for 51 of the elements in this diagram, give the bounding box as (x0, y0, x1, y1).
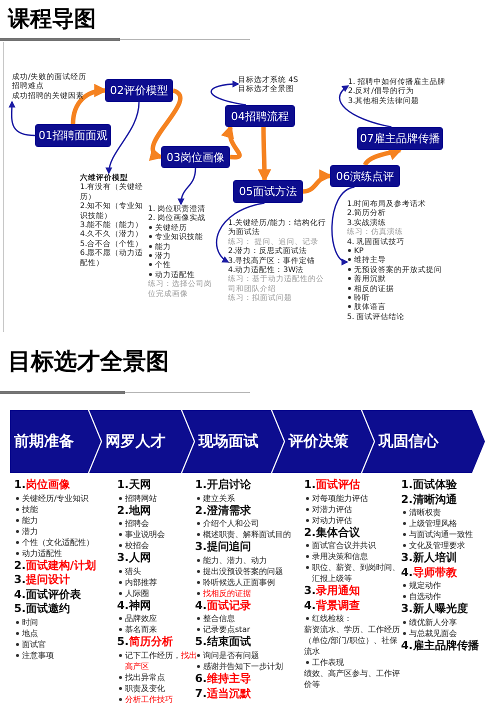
topic-box: 02评价模型 (105, 79, 173, 102)
arrow (210, 80, 246, 106)
list-heading: 1.面试评估 (304, 478, 361, 493)
list-heading: 2.清晰沟通 (401, 492, 458, 508)
arrow (106, 102, 140, 174)
list-heading: 1.面试体验 (401, 478, 458, 493)
arrow (338, 85, 392, 128)
arrow (222, 124, 242, 160)
topic-box: 04招聘流程 (225, 105, 295, 127)
topic-box: 05面试方法 (233, 180, 303, 203)
list-heading: 3.人网 (117, 551, 152, 566)
list-heading: 4.面试评价表 (14, 588, 82, 602)
list-heading: 1.开启讨论 (195, 478, 252, 493)
list-heading: 4.导师带教 (401, 566, 458, 580)
list-heading: 5.面试邀约 (14, 602, 71, 617)
list-heading: 5.简历分析 (117, 635, 174, 650)
list-heading: 4.面试记录 (195, 598, 252, 614)
list-heading: 3.录用通知 (304, 584, 361, 599)
list-heading: 4.背景调查 (304, 598, 361, 614)
page-title: 课程导图 (8, 6, 96, 34)
section-title: 目标选才全景图 (8, 348, 169, 377)
list-heading: 1.岗位画像 (14, 478, 71, 493)
arrow (216, 202, 265, 263)
list-heading: 6.维持主导 (195, 672, 252, 687)
arrow (258, 127, 272, 183)
list-heading: 3.提问设计 (14, 573, 71, 588)
topic-box: 01招聘面面观 (35, 124, 111, 147)
topic-box: 07雇主品牌传播 (357, 127, 443, 150)
topic-box: 03岗位画像 (161, 146, 230, 168)
list-heading: 2.澄清需求 (195, 504, 252, 518)
list-heading: 2.面试建构/计划 (14, 558, 97, 574)
arrow (331, 186, 355, 264)
arrow (8, 100, 36, 136)
list-heading: 5.结束面试 (195, 635, 252, 650)
list-heading: 3.新人培训 (401, 551, 458, 566)
stage-title: 前期准备 (14, 430, 86, 452)
list-heading: 3.新人曝光度 (401, 602, 469, 617)
list-heading: 2.集体合议 (304, 526, 361, 540)
list-heading: 7.适当沉默 (195, 686, 252, 702)
list-heading: 3.提问追问 (195, 540, 252, 555)
stage-title: 评价决策 (288, 430, 360, 452)
stage-title: 现场面试 (198, 430, 270, 452)
topic-box: 06演练点评 (330, 165, 400, 187)
list-heading: 4.神网 (117, 598, 152, 614)
arrow (178, 168, 196, 206)
stage-title: 巩固信心 (378, 430, 464, 452)
list-heading: 4.雇主品牌传播 (401, 638, 480, 654)
list-heading: 1.天网 (117, 478, 152, 493)
stage-title: 网罗人才 (106, 430, 180, 452)
arrow (148, 88, 182, 160)
list-heading: 2.地网 (117, 504, 152, 518)
